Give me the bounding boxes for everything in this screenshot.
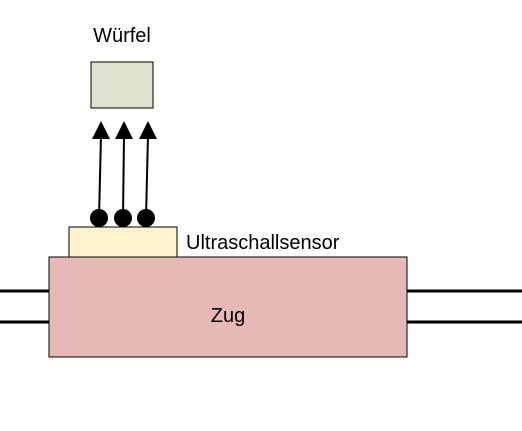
signal-arrow-shaft (122, 134, 125, 219)
signal-arrow-head (139, 121, 157, 139)
signal-arrow-head (92, 121, 110, 139)
sensor-label: Ultraschallsensor (186, 232, 340, 254)
train-label: Zug (211, 305, 245, 327)
ultrasonic-signal-group (90, 121, 157, 227)
signal-arrow-shaft (145, 134, 149, 219)
cube-label: Würfel (93, 25, 151, 47)
signal-arrow-head (115, 121, 133, 139)
ultrasonic-sensor (68, 226, 178, 258)
sensor-emitter-dot (137, 209, 155, 227)
sensor-emitter-dot (90, 209, 108, 227)
cube (90, 61, 154, 109)
train-body (48, 256, 408, 358)
sensor-emitter-dot (114, 209, 132, 227)
signal-arrow-shaft (98, 134, 102, 219)
